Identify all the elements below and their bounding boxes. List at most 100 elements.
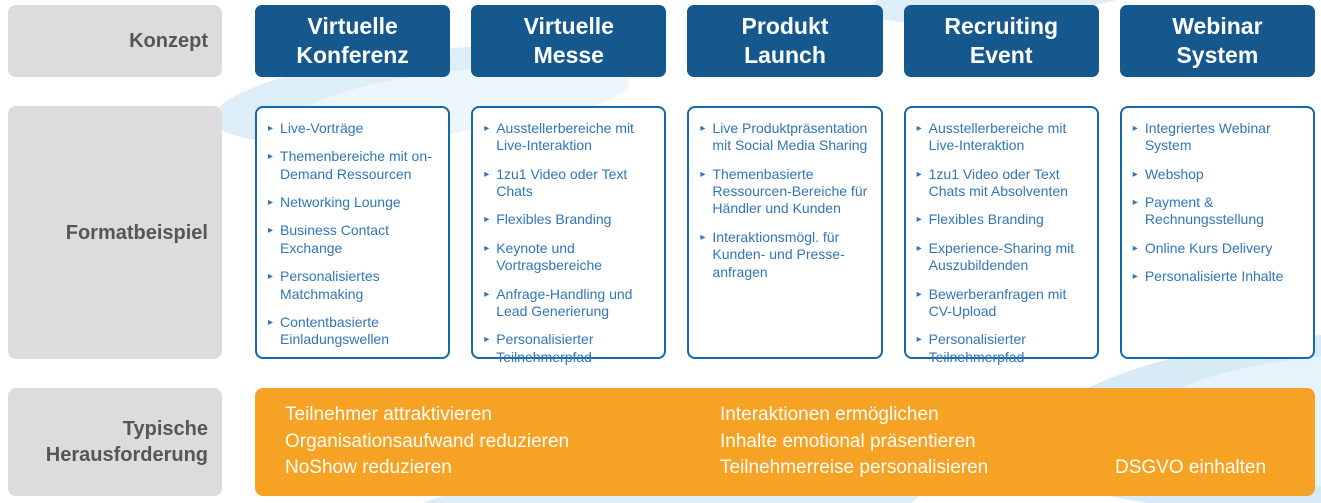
list-item: ▸Ausstellerbereiche mit Live-Interaktion <box>917 120 1091 155</box>
list-item: ▸ 1zu1 Video oder Text Chats <box>484 166 658 201</box>
list-item-text: Live-Vorträge <box>280 120 364 136</box>
bullet-arrow-icon: ▸ <box>1132 123 1138 134</box>
list-item-text: 1zu1 Video oder Text Chats <box>496 165 628 200</box>
list-item: ▸ 1zu1 Video oder Text Chats mit Absolven… <box>917 166 1091 201</box>
list-item-text: Flexibles Branding <box>928 211 1044 228</box>
bullet-arrow-icon: ▸ <box>484 123 490 134</box>
bullet-arrow-icon: ▸ <box>484 288 490 300</box>
bullet-arrow-icon: ▸ <box>268 151 274 163</box>
feature-box-recruiting-event: ▸Ausstellerbereiche mit Live-Interaktion… <box>903 106 1099 365</box>
bullet-arrow-icon: ▸ <box>268 123 274 134</box>
list-item-text: Personalisiertes Matchmaking <box>280 268 380 302</box>
list-item: ▸ Payment & Rechnungsstellung <box>1133 194 1307 229</box>
bullet-arrow-icon: ▸ <box>484 214 490 226</box>
column-header-virtuelle-konferenz: Virtuelle Konferenz <box>255 5 451 77</box>
feature-list: ▸ Live Produktpräsentation mit Social Med… <box>700 120 874 281</box>
list-item-text: Contentbasierte Einladungswellen <box>280 313 389 348</box>
feature-box-produkt-launch: ▸ Live Produktpräsentation mit Social Med… <box>687 106 883 359</box>
bullet-arrow-icon: ▸ <box>916 242 922 254</box>
list-item: ▸ Integriertes Webinar System <box>1133 120 1307 155</box>
list-item-text: Bewerberanfragen mit CV-Upload <box>928 285 1067 319</box>
list-item-text: Live Produktpräsentation mit Social Medi… <box>712 120 868 154</box>
list-item-text: Webshop <box>1144 165 1204 182</box>
list-item: ▸ Flexibles Branding <box>484 211 658 228</box>
feature-list: ▸ Live-Vorträge ▸ Themenbereiche mit on-De… <box>268 120 442 349</box>
bullet-arrow-icon: ▸ <box>1132 242 1138 254</box>
row-label-typische-herausforderung: Typische Herausforderung <box>8 388 222 496</box>
challenge-line: Teilnehmerreise personalisieren <box>720 457 989 478</box>
challenge-group-2: Interaktionen ermöglichen Inhalte emotio… <box>720 402 988 482</box>
feature-box-virtuelle-messe: ▸ Ausstellerbereiche mit Live-Interaktion… <box>471 106 667 365</box>
bullet-arrow-icon: ▸ <box>1132 168 1138 180</box>
list-item-text: Personalisierter Teilnehmerpfad <box>496 331 594 365</box>
bullet-arrow-icon: ▸ <box>916 288 922 300</box>
bullet-arrow-icon: ▸ <box>484 168 490 180</box>
list-item: ▸ Personalisiertes Matchmaking <box>268 268 442 303</box>
list-item: ▸ Networking Lounge <box>268 194 442 211</box>
list-item: ▸ Ausstellerbereiche mit Live-Interaktion <box>484 120 658 155</box>
list-item: ▸ Bewerberanfragen mit CV-Upload <box>917 286 1091 321</box>
list-item-text: Personalisierte Inhalte <box>1144 268 1284 285</box>
bullet-arrow-icon: ▸ <box>700 168 706 180</box>
list-item: ▸ Personalisierte Inhalte <box>1133 268 1307 285</box>
bullet-arrow-icon: ▸ <box>268 271 274 283</box>
bullet-arrow-icon: ▸ <box>916 168 922 180</box>
list-item: ▸ Business Contact Exchange <box>268 222 442 257</box>
challenge-bar: Teilnehmer attraktivieren Organisationsa… <box>255 388 1315 496</box>
feature-box-virtuelle-konferenz: ▸ Live-Vorträge ▸ Themenbereiche mit on-De… <box>255 106 451 359</box>
list-item: ▸ Live-Vorträge <box>268 120 442 137</box>
challenge-line: DSGVO einhalten <box>1115 457 1267 478</box>
list-item: ▸ Themenbasierte Ressourcen-Bereiche für … <box>700 166 874 218</box>
list-item-text: Personalisierter Teilnehmerpfad <box>928 331 1026 365</box>
bullet-arrow-icon: ▸ <box>916 334 922 346</box>
list-item: ▸ Personalisierter Teilnehmerpfad <box>917 331 1091 366</box>
challenge-line: Teilnehmer attraktivieren <box>285 404 492 425</box>
list-item-text: Experience-Sharing mit Auszubildenden <box>928 239 1075 274</box>
list-item-text: Keynote und Vortragsbereiche <box>496 239 603 274</box>
list-item-text: Ausstellerbereiche mit Live-Interaktion <box>496 120 634 154</box>
list-item-text: 1zu1 Video oder Text Chats mit Absolvent… <box>928 165 1068 200</box>
list-item: ▸Flexibles Branding <box>917 211 1091 228</box>
list-item-text: Payment & Rechnungsstellung <box>1144 194 1264 228</box>
bullet-arrow-icon: ▸ <box>1132 271 1138 283</box>
bullet-arrow-icon: ▸ <box>268 197 274 209</box>
column-header-virtuelle-messe: Virtuelle Messe <box>471 5 667 77</box>
list-item: ▸ Webshop <box>1133 166 1307 183</box>
list-item-text: Interaktionsmögl. für Kunden- und Presse… <box>712 228 845 280</box>
bullet-arrow-icon: ▸ <box>268 316 274 328</box>
bullet-arrow-icon: ▸ <box>1132 197 1138 209</box>
list-item-text: Themenbasierte Ressourcen-Bereiche für H… <box>712 165 868 217</box>
list-item-text: Themenbereiche mit on-Demand Ressourcen <box>280 148 432 182</box>
challenge-group-3: DSGVO einhalten <box>1115 455 1266 482</box>
row-label-konzept: Konzept <box>8 5 222 77</box>
column-header-produkt-launch: Produkt Launch <box>687 5 883 77</box>
list-item: ▸Interaktionsmögl. für Kunden- und Press… <box>700 229 874 281</box>
list-item: ▸ Keynote und Vortragsbereiche <box>484 240 658 275</box>
list-item: ▸ Personalisierter Teilnehmerpfad <box>484 331 658 366</box>
bullet-arrow-icon: ▸ <box>484 242 490 254</box>
feature-list: ▸ Integriertes Webinar System ▸ Webshop ▸ P… <box>1133 120 1307 286</box>
row-label-formatbeispiel: Formatbeispiel <box>8 106 222 359</box>
list-item-text: Ausstellerbereiche mit Live-Interaktion <box>928 120 1067 154</box>
column-header-recruiting-event: Recruiting Event <box>903 5 1099 77</box>
challenge-group-1: Teilnehmer attraktivieren Organisationsa… <box>285 402 569 482</box>
challenge-line: Organisationsaufwand reduzieren <box>285 430 570 452</box>
list-item-text: Online Kurs Delivery <box>1144 239 1273 256</box>
column-header-webinar-system: Webinar System <box>1119 5 1315 77</box>
list-item-text: Flexibles Branding <box>496 211 612 228</box>
list-item-text: Anfrage-Handling und Lead Generierung <box>496 285 633 319</box>
list-item: ▸Live Produktpräsentation mit Social Med… <box>700 120 874 155</box>
list-item-text: Networking Lounge <box>280 194 401 211</box>
list-item: ▸ Contentbasierte Einladungswellen <box>268 314 442 349</box>
feature-list: ▸ Ausstellerbereiche mit Live-Interaktion… <box>484 120 658 366</box>
challenge-line: Inhalte emotional präsentieren <box>720 430 976 452</box>
list-item: ▸ Online Kurs Delivery <box>1133 240 1307 257</box>
bullet-arrow-icon: ▸ <box>268 225 274 237</box>
list-item-text: Business Contact Exchange <box>280 222 389 256</box>
list-item: ▸ Themenbereiche mit on-Demand Ressourcen <box>268 148 442 183</box>
list-item: ▸ Anfrage-Handling und Lead Generierung <box>484 286 658 321</box>
list-item-text: Integriertes Webinar System <box>1144 120 1271 154</box>
bullet-arrow-icon: ▸ <box>484 334 490 346</box>
